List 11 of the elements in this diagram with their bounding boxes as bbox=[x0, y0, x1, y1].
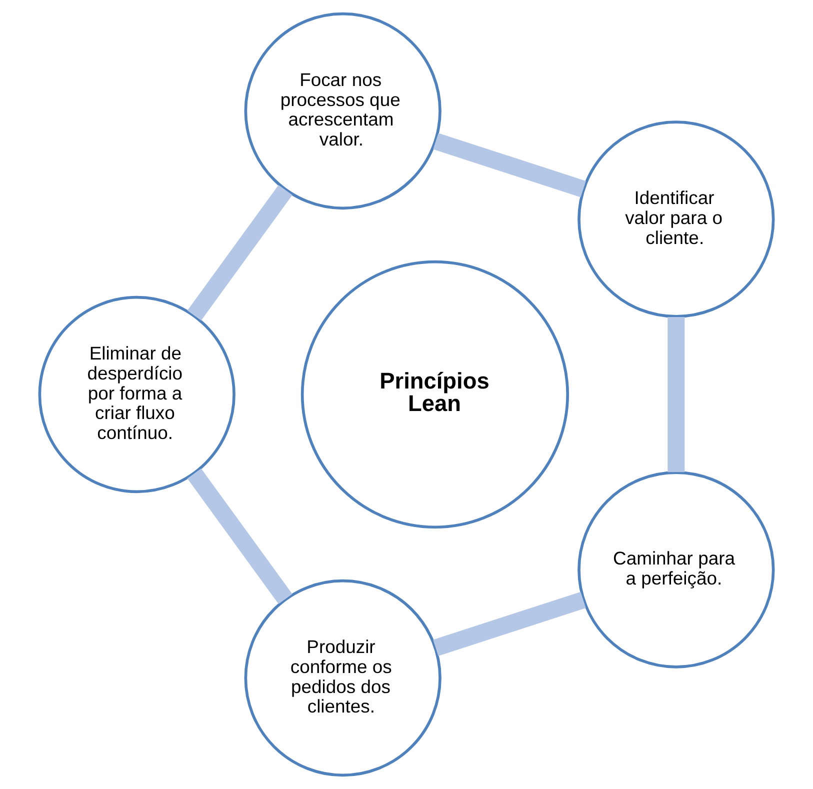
node-circle: Eliminar de desperdício por forma a criar fluxo contínuo. bbox=[38, 296, 236, 494]
connector bbox=[433, 592, 586, 656]
connector bbox=[668, 316, 685, 472]
node-circle: Produzir conforme os pedidos dos clientes. bbox=[244, 579, 442, 777]
node-circle: Focar nos processos que acrescentam valor. bbox=[244, 12, 442, 210]
connector bbox=[187, 468, 292, 604]
node-circle: Princípios Lean bbox=[300, 260, 570, 529]
node-circle: Identificar valor para o cliente. bbox=[578, 120, 775, 318]
node-circle: Caminhar para a perfeição. bbox=[578, 471, 775, 668]
connector bbox=[187, 184, 292, 320]
connector bbox=[433, 133, 586, 198]
